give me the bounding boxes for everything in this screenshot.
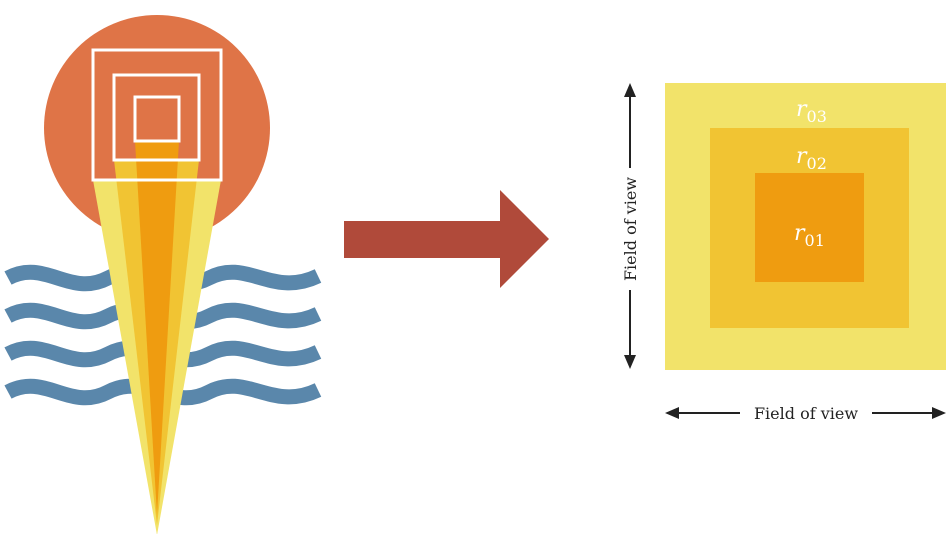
label-r03-base: r bbox=[796, 97, 808, 122]
fov-frame-inner bbox=[133, 95, 181, 143]
horizontal-axis-label: Field of view bbox=[754, 404, 858, 423]
label-r01-sub: 01 bbox=[805, 231, 825, 250]
label-r02: r02 bbox=[796, 144, 827, 173]
fov-frame-outer bbox=[91, 48, 223, 182]
vertical-fov-axis bbox=[624, 83, 636, 369]
label-r03: r03 bbox=[796, 97, 827, 126]
vertical-axis-label: Field of view bbox=[621, 177, 640, 281]
left-arrowhead-icon bbox=[665, 407, 679, 419]
square-r01 bbox=[755, 173, 864, 282]
sun-illustration bbox=[4, 15, 322, 534]
fov-frames bbox=[91, 48, 223, 182]
label-r02-base: r bbox=[796, 144, 808, 169]
transition-arrow bbox=[344, 190, 549, 288]
label-r01: r01 bbox=[794, 221, 825, 250]
region-squares: r03 r02 r01 bbox=[665, 83, 946, 370]
beam-inner bbox=[135, 141, 179, 515]
horizontal-fov-axis bbox=[665, 407, 946, 419]
right-arrowhead-icon bbox=[932, 407, 946, 419]
label-r02-sub: 02 bbox=[807, 154, 827, 173]
up-arrowhead-icon bbox=[624, 83, 636, 97]
down-arrowhead-icon bbox=[624, 355, 636, 369]
fov-frame-middle bbox=[112, 73, 201, 162]
label-r03-sub: 03 bbox=[807, 107, 827, 126]
label-r01-base: r bbox=[794, 221, 806, 246]
